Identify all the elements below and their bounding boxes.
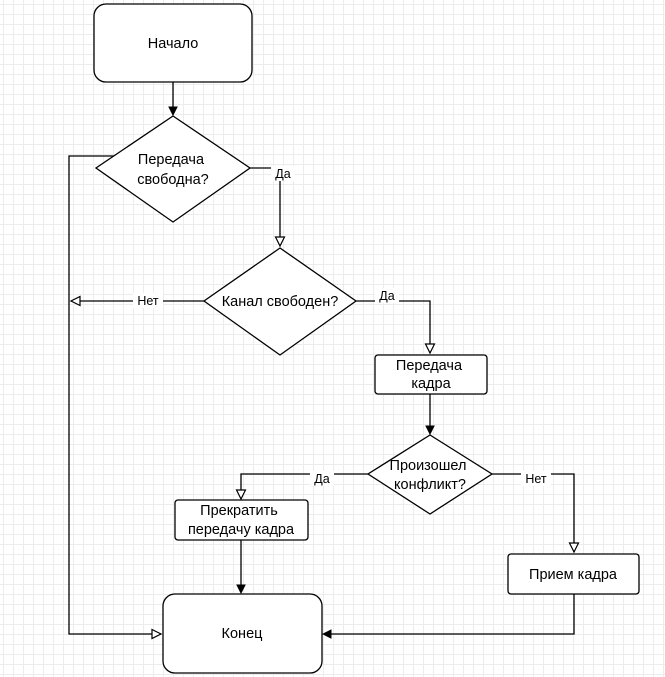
conflict-label: Произошел конфликт?: [390, 458, 471, 493]
conflict-label-line-1: Произошел: [390, 458, 467, 474]
frame-transmission-process-shape: [374, 354, 488, 395]
edge-label-transmission-yes: Да: [275, 167, 290, 181]
node-channel-free-check[interactable]: Канал свободен?: [202, 247, 358, 356]
stop-transmission-label: Прекратить передачу кадра: [188, 503, 295, 538]
label-bg: [521, 471, 551, 486]
end-label: Конец: [222, 626, 263, 642]
conflict-label-line-2: конфликт?: [394, 477, 466, 493]
frame-reception-process-shape: [507, 553, 640, 595]
edge-conflict-yes-to-stop: [235, 473, 368, 501]
frame-transmission-label-line-2: кадра: [411, 376, 451, 392]
transmission-free-label-line-1: Передача: [138, 152, 205, 168]
label-bg: [133, 293, 163, 308]
channel-free-decision-shape: [202, 247, 358, 356]
frame-reception-label: Прием кадра: [529, 567, 618, 583]
end-terminator-shape: [162, 593, 323, 674]
edge-channel-yes-to-frame-transmission: [356, 300, 436, 355]
transmission-free-label-line-2: свободна?: [137, 172, 209, 188]
stop-transmission-label-line-2: передачу кадра: [188, 522, 295, 538]
node-conflict-check[interactable]: Произошел конфликт?: [366, 434, 494, 515]
node-frame-transmission[interactable]: Передача кадра: [374, 354, 488, 395]
edge-transmission-no-to-end: [68, 155, 163, 640]
label-bg: [310, 471, 334, 486]
node-stop-transmission[interactable]: Прекратить передачу кадра: [174, 499, 309, 541]
node-transmission-free-check[interactable]: Передача свободна?: [94, 115, 252, 223]
edge-conflict-no-to-reception: [492, 473, 580, 554]
frame-transmission-label: Передача кадра: [396, 358, 466, 392]
label-bg: [271, 166, 295, 181]
node-frame-reception[interactable]: Прием кадра: [507, 553, 640, 595]
node-end[interactable]: Конец: [162, 593, 323, 674]
transmission-free-label: Передача свободна?: [137, 152, 209, 188]
stop-transmission-process-shape: [174, 499, 309, 541]
start-label: Начало: [148, 36, 199, 52]
edge-label-conflict-no: Нет: [525, 472, 547, 486]
node-start[interactable]: Начало: [93, 3, 253, 83]
edge-label-channel-no: Нет: [137, 294, 159, 308]
edge-label-conflict-yes: Да: [314, 472, 329, 486]
frame-transmission-label-line-1: Передача: [396, 358, 463, 374]
conflict-decision-shape: [366, 434, 494, 515]
transmission-free-decision-shape: [94, 115, 252, 223]
edge-labels: Да Нет Да Да Нет: [133, 166, 551, 486]
stop-transmission-label-line-1: Прекратить: [200, 503, 278, 519]
start-terminator-shape: [93, 3, 253, 83]
label-bg: [375, 288, 399, 303]
channel-free-label: Канал свободен?: [222, 294, 339, 310]
edge-label-channel-yes: Да: [379, 289, 394, 303]
edge-reception-to-end: [324, 594, 575, 634]
